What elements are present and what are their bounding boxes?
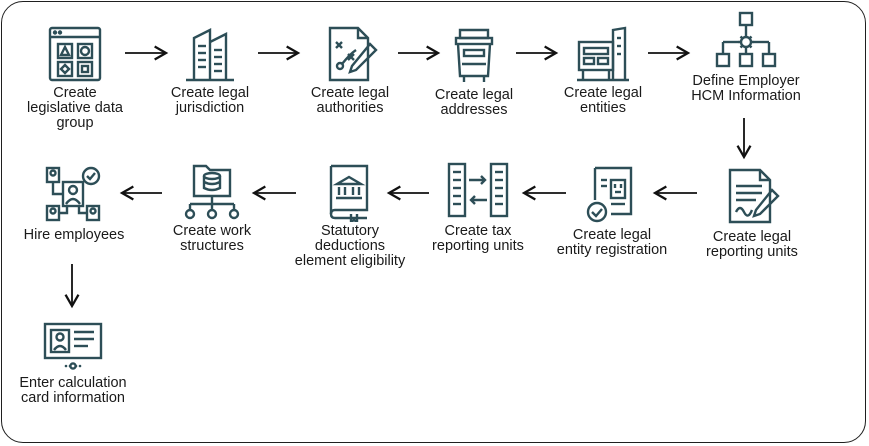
signed-document-icon bbox=[728, 168, 780, 224]
step-create-tax-reporting-units: Create tax reporting units bbox=[414, 160, 542, 254]
step-create-work-structures: Create work structures bbox=[154, 160, 270, 254]
step-enter-calculation-card-information: Enter calculation card information bbox=[4, 320, 142, 406]
registration-check-icon bbox=[586, 166, 633, 223]
step-create-legal-entities: Create legal entities bbox=[544, 24, 662, 116]
entity-building-icon bbox=[577, 26, 629, 82]
step-label: Enter calculation card information bbox=[19, 375, 127, 406]
step-create-legal-addresses: Create legal addresses bbox=[418, 24, 530, 118]
mailbox-icon bbox=[454, 28, 494, 82]
step-label: Create legal reporting units bbox=[706, 229, 798, 260]
step-label: Statutory deductions element eligibility bbox=[294, 223, 406, 269]
employees-check-icon bbox=[45, 166, 101, 222]
step-create-legal-jurisdiction: Create legal jurisdiction bbox=[150, 24, 270, 116]
tax-buildings-icon bbox=[447, 162, 509, 218]
step-create-legal-authorities: Create legal authorities bbox=[290, 24, 410, 116]
step-label: Create legal jurisdiction bbox=[170, 85, 250, 116]
step-create-legislative-data-group: Create legislative data group bbox=[2, 24, 148, 131]
step-hire-employees: Hire employees bbox=[4, 164, 144, 243]
strategy-document-icon bbox=[328, 26, 378, 82]
step-label: Create legislative data group bbox=[27, 85, 123, 131]
bank-book-icon bbox=[329, 164, 369, 222]
step-label: Hire employees bbox=[23, 227, 125, 243]
folder-database-icon bbox=[184, 164, 240, 220]
data-group-icon bbox=[48, 26, 102, 82]
step-label: Create legal entity registration bbox=[556, 227, 668, 258]
step-label: Define Employer HCM Information bbox=[691, 73, 801, 104]
step-statutory-deductions-element-eligibility: Statutory deductions element eligibility bbox=[280, 160, 420, 269]
hierarchy-gear-icon bbox=[715, 11, 777, 68]
step-create-legal-reporting-units: Create legal reporting units bbox=[688, 164, 816, 260]
step-define-employer-hcm-information: Define Employer HCM Information bbox=[676, 10, 816, 104]
step-label: Create legal addresses bbox=[434, 87, 514, 118]
step-label: Create legal entities bbox=[563, 85, 643, 116]
step-label: Create work structures bbox=[172, 223, 252, 254]
office-building-icon bbox=[186, 28, 234, 82]
step-create-legal-entity-registration: Create legal entity registration bbox=[544, 164, 680, 258]
step-label: Create legal authorities bbox=[310, 85, 390, 116]
id-card-icon bbox=[43, 322, 103, 370]
step-label: Create tax reporting units bbox=[432, 223, 524, 254]
